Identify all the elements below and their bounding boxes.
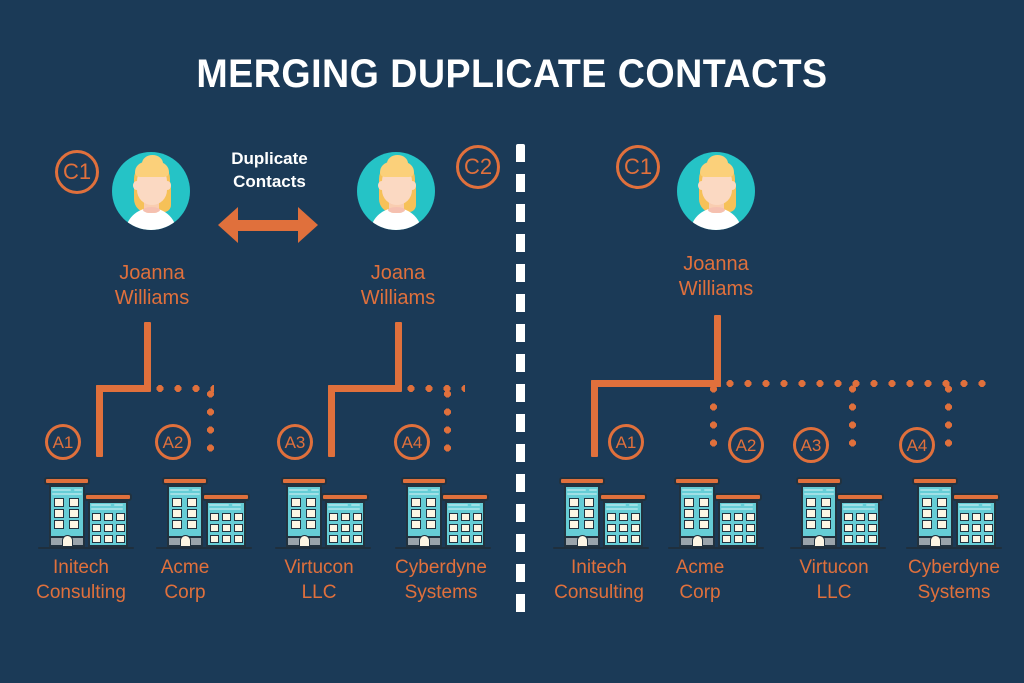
account-badge-a3-after: A3: [793, 427, 829, 463]
contact-name-line1: Joanna: [119, 262, 185, 284]
contact-name-line2: Williams: [678, 278, 754, 300]
account-label-line1: Cyberdyne: [908, 557, 1000, 578]
account-label-line2: LLC: [301, 582, 337, 603]
account-label-a3-before: Virtucon LLC: [258, 555, 380, 605]
duplicate-label-line2: Contacts: [233, 172, 306, 191]
connector-c2-to-a4-horizontal-before: [402, 385, 465, 392]
account-badge-a2-before: A2: [155, 424, 191, 460]
connector-c2-to-a4-vertical-before: [444, 385, 451, 457]
avatar-collar: [143, 207, 160, 213]
contact-badge-c1-after: C1: [616, 145, 660, 189]
connector-c1-to-a1-horizontal-after: [591, 380, 721, 387]
connector-c1-to-a1-vertical-before: [96, 385, 103, 457]
connector-c1-to-a1-horizontal-before: [96, 385, 151, 392]
contact-badge-c1-before: C1: [55, 150, 99, 194]
office-building-icon-a1-before: [38, 477, 134, 549]
account-badge-a3-before: A3: [277, 424, 313, 460]
account-label-line1: Acme: [675, 557, 725, 578]
account-label-line2: Corp: [164, 582, 206, 603]
account-label-line1: Initech: [571, 557, 627, 578]
connector-c1-trunk-after: [714, 315, 721, 387]
contact-badge-c2-before: C2: [456, 145, 500, 189]
avatar-ear-left: [698, 181, 705, 190]
duplicate-label-line1: Duplicate: [231, 149, 308, 168]
account-label-a4-after: Cyberdyne Systems: [889, 555, 1019, 605]
contact-name-c1-before: Joanna Williams: [61, 261, 243, 311]
office-building-icon-a4-after: [906, 477, 1002, 549]
avatar-joanna-williams-after: [677, 152, 755, 230]
account-label-line1: Virtucon: [284, 557, 354, 578]
account-badge-a1-after: A1: [608, 424, 644, 460]
avatar-shirt: [690, 208, 742, 230]
account-label-a1-before: Initech Consulting: [16, 555, 146, 605]
connector-c1-to-a2-vertical-before: [207, 385, 214, 457]
account-badge-a1-before: A1: [45, 424, 81, 460]
connector-c1-to-a2-horizontal-before: [151, 385, 214, 392]
page-title: MERGING DUPLICATE CONTACTS: [196, 52, 828, 96]
duplicate-contacts-label: Duplicate Contacts: [197, 147, 342, 193]
arrow-head-left: [218, 207, 238, 243]
office-building-icon-a2-before: [156, 477, 252, 549]
panel-divider: [516, 144, 525, 622]
connector-c1-to-a2-vertical-after: [710, 380, 717, 457]
account-label-a2-after: Acme Corp: [656, 555, 744, 605]
account-label-line1: Virtucon: [799, 557, 869, 578]
avatar-collar: [388, 207, 405, 213]
account-label-line2: LLC: [816, 582, 852, 603]
avatar-ear-right: [409, 181, 416, 190]
account-label-line1: Acme: [160, 557, 210, 578]
connector-c2-trunk-before: [395, 322, 402, 390]
connector-c1-to-a1-vertical-after: [591, 380, 598, 457]
arrow-head-right: [298, 207, 318, 243]
avatar-shirt: [370, 208, 422, 230]
avatar-bun: [142, 155, 163, 172]
office-building-icon-a3-after: [790, 477, 886, 549]
account-badge-a4-before: A4: [394, 424, 430, 460]
account-label-line2: Systems: [404, 582, 478, 603]
account-label-line2: Systems: [917, 582, 991, 603]
contact-name-line1: Joana: [370, 262, 426, 284]
office-building-icon-a1-after: [553, 477, 649, 549]
avatar-ear-right: [164, 181, 171, 190]
avatar-ear-left: [133, 181, 140, 190]
office-building-icon-a3-before: [275, 477, 371, 549]
contact-name-line2: Williams: [360, 287, 436, 309]
account-badge-a2-after: A2: [728, 427, 764, 463]
avatar-joana-williams-before: [357, 152, 435, 230]
avatar-shirt: [125, 208, 177, 230]
account-label-line2: Consulting: [36, 582, 126, 603]
connector-c1-trunk-before: [144, 322, 151, 390]
avatar-ear-right: [729, 181, 736, 190]
avatar-collar: [708, 207, 725, 213]
account-label-line2: Corp: [679, 582, 721, 603]
account-label-line1: Cyberdyne: [395, 557, 487, 578]
connector-c1-to-a3-vertical-after: [849, 380, 856, 457]
avatar-joanna-williams-before: [112, 152, 190, 230]
connector-c2-to-a3-vertical-before: [328, 385, 335, 457]
office-building-icon-a4-before: [395, 477, 491, 549]
avatar-ear-left: [378, 181, 385, 190]
connector-c1-to-a4-vertical-after: [945, 380, 952, 457]
account-label-a3-after: Virtucon LLC: [773, 555, 895, 605]
account-label-line1: Initech: [53, 557, 109, 578]
contact-name-line2: Williams: [114, 287, 190, 309]
account-label-line2: Consulting: [554, 582, 644, 603]
account-badge-a4-after: A4: [899, 427, 935, 463]
avatar-bun: [387, 155, 408, 172]
account-label-a4-before: Cyberdyne Systems: [376, 555, 506, 605]
office-building-icon-a2-after: [668, 477, 764, 549]
connector-c2-to-a3-horizontal-before: [328, 385, 402, 392]
arrow-shaft: [238, 220, 298, 231]
contact-name-c2-before: Joana Williams: [307, 261, 489, 311]
avatar-bun: [707, 155, 728, 172]
contact-name-c1-after: Joanna Williams: [625, 252, 807, 302]
account-label-a2-before: Acme Corp: [141, 555, 229, 605]
contact-name-line1: Joanna: [683, 253, 749, 275]
account-label-a1-after: Initech Consulting: [534, 555, 664, 605]
